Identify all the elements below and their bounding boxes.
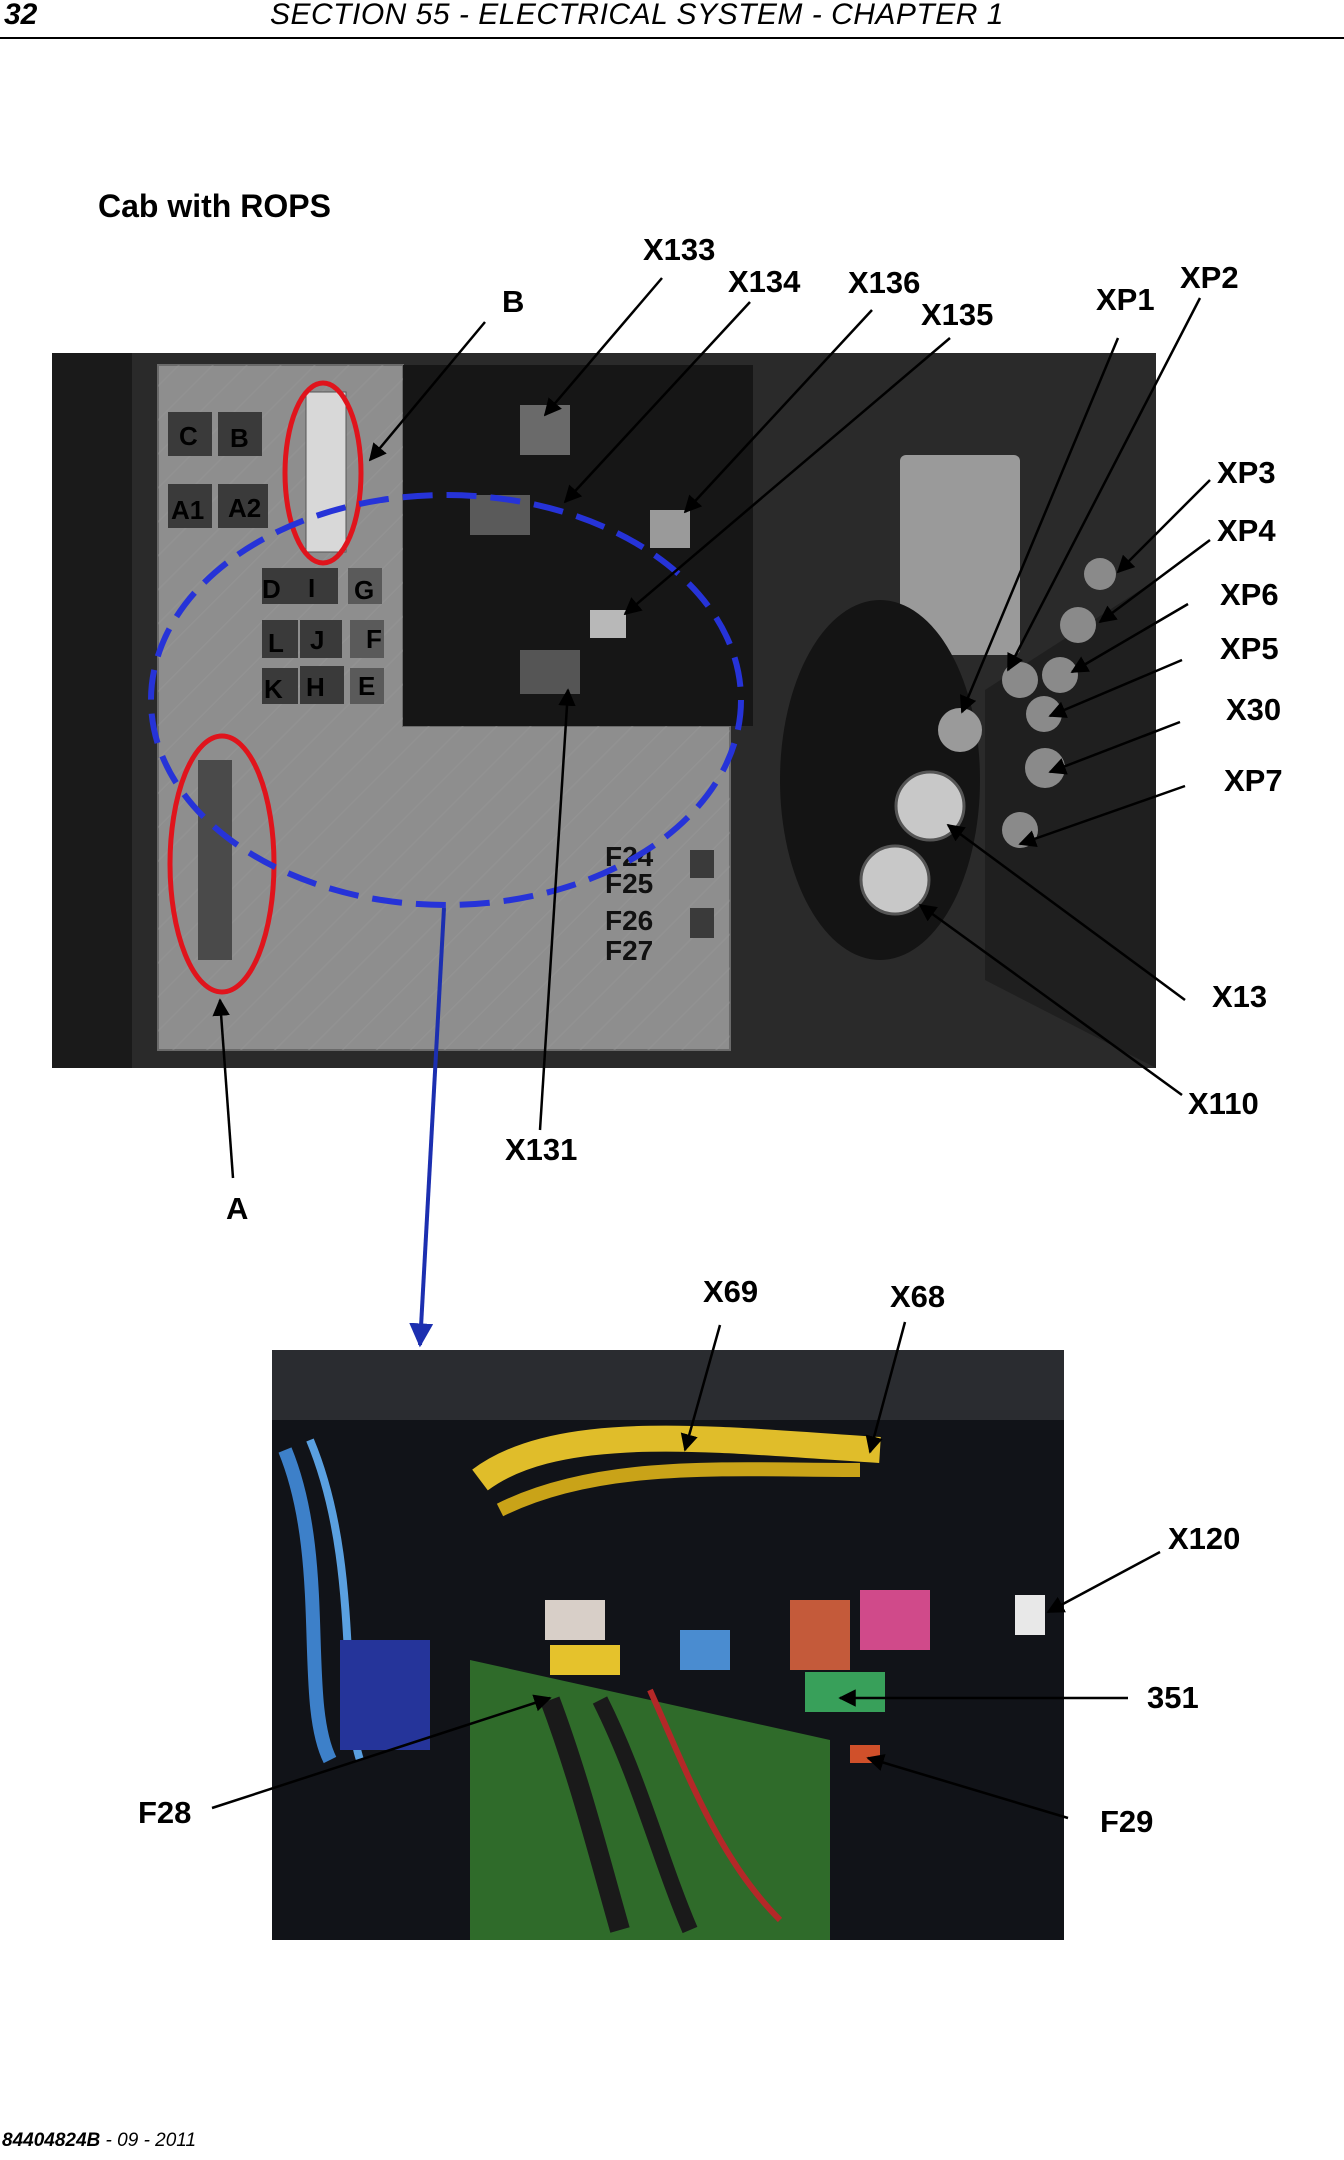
page-header: 32 SECTION 55 - ELECTRICAL SYSTEM - CHAP… [0, 0, 1344, 40]
callout-label: X134 [728, 264, 801, 299]
bottom-photo [272, 1350, 1064, 1940]
top-photo [52, 353, 1156, 1068]
top-leader-lines [212, 277, 1211, 1179]
callout-label: X133 [643, 232, 715, 267]
callout-label: XP6 [1220, 577, 1279, 612]
callout-label: X13 [1212, 979, 1267, 1014]
callout-label: XP7 [1224, 763, 1283, 798]
relay-label: D [262, 574, 281, 604]
relay-label: J [310, 625, 324, 655]
blue-dashed-ellipse [148, 492, 744, 908]
callout-label: XP2 [1180, 260, 1239, 295]
document-code: 84404824B [2, 2130, 101, 2151]
callout-label: B [502, 284, 524, 319]
relay-label: A1 [171, 495, 204, 525]
fuse-labels: F24 F25 F26 F27 [605, 841, 654, 966]
callout-label: A [226, 1191, 248, 1226]
highlight-marks [148, 380, 744, 1348]
callout-label: XP1 [1096, 282, 1155, 317]
relay-label: E [358, 671, 375, 701]
relay-labels: C B A1 A2 D I G L J F K H E [171, 421, 382, 704]
bottom-leader-lines [211, 1321, 1161, 1820]
callout-label: 351 [1147, 1680, 1199, 1715]
callout-label: X131 [505, 1132, 577, 1167]
fuse-label: F26 [605, 905, 653, 936]
page-number: 32 [4, 0, 38, 31]
callout-label: X69 [703, 1274, 758, 1309]
callout-label: F29 [1100, 1804, 1153, 1839]
fuse-label: F27 [605, 935, 653, 966]
page-footer: 84404824B - 09 - 2011 [2, 2130, 196, 2152]
relay-label: G [354, 575, 374, 605]
bottom-callouts: X69 X68 X120 351 F28 F29 [138, 1274, 1240, 1839]
relay-label: K [264, 674, 283, 704]
fuse-label: F25 [605, 868, 653, 899]
relay-label: I [308, 573, 315, 603]
callout-label: X30 [1226, 692, 1281, 727]
relay-label: C [179, 421, 198, 451]
relay-label: B [230, 423, 249, 453]
callout-label: X110 [1188, 1086, 1259, 1121]
callout-label: XP5 [1220, 631, 1279, 666]
callout-label: X135 [921, 297, 993, 332]
relay-label: L [268, 628, 284, 658]
top-callouts: X133 X134 X136 X135 B XP1 XP2 XP3 XP4 XP… [226, 232, 1283, 1226]
callout-label: X120 [1168, 1521, 1240, 1556]
red-circle-b [282, 380, 364, 566]
callout-label: X136 [848, 265, 920, 300]
callout-label: XP3 [1217, 455, 1276, 490]
callout-label: F28 [138, 1795, 191, 1830]
callout-label: XP4 [1217, 513, 1276, 548]
section-title: SECTION 55 - ELECTRICAL SYSTEM - CHAPTER… [270, 0, 1004, 31]
callout-label: X68 [890, 1279, 945, 1314]
document-date: - 09 - 2011 [100, 2130, 197, 2151]
figure-subtitle: Cab with ROPS [98, 188, 331, 224]
header-rule [0, 37, 1344, 39]
blue-pointer-arrow [409, 907, 446, 1348]
relay-label: H [306, 672, 325, 702]
relay-label: A2 [228, 493, 261, 523]
relay-label: F [366, 624, 382, 654]
